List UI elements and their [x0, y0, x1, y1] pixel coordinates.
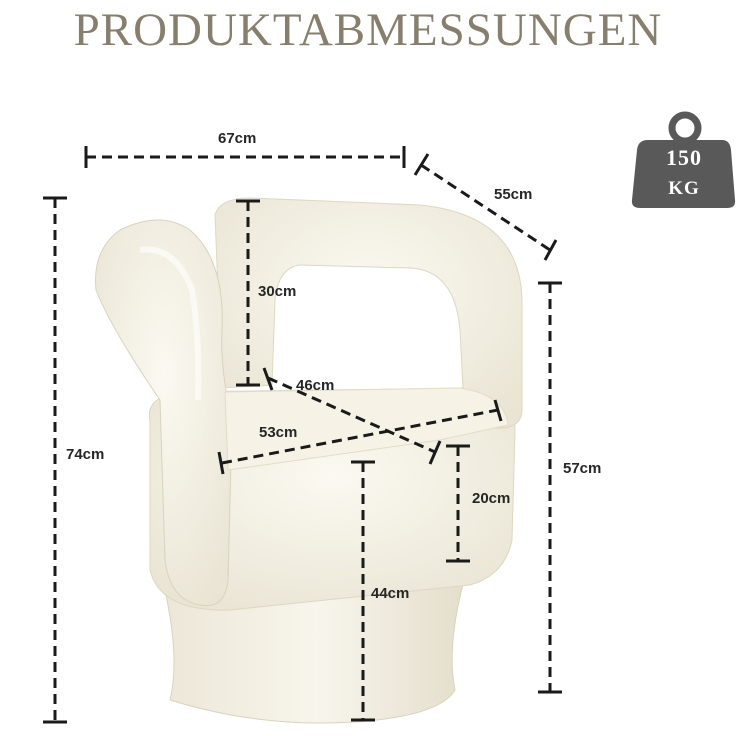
- weight-value: 150: [666, 145, 702, 170]
- seat-height-label: 44cm: [371, 585, 409, 602]
- chair-back-arch: [214, 197, 523, 429]
- chair-seat-top: [224, 387, 509, 471]
- weight-badge: 150 KG: [631, 111, 736, 208]
- cushion-height-label: 20cm: [472, 490, 510, 507]
- seat-depth-label: 46cm: [296, 377, 334, 394]
- weight-unit: KG: [668, 178, 700, 199]
- armrest-height-label: 57cm: [563, 460, 601, 477]
- width-label: 67cm: [218, 130, 256, 147]
- chair-illustration: [95, 197, 523, 724]
- backrest-height-label: 30cm: [258, 283, 296, 300]
- dimension-lines: [43, 146, 562, 724]
- chair-arm-highlight: [139, 246, 202, 401]
- weight-icon: [631, 111, 736, 208]
- page-title: PRODUKTABMESSUNGEN: [73, 4, 663, 56]
- total-height-label: 74cm: [66, 446, 104, 463]
- depth-label: 55cm: [494, 186, 532, 203]
- seat-width-label: 53cm: [259, 424, 297, 441]
